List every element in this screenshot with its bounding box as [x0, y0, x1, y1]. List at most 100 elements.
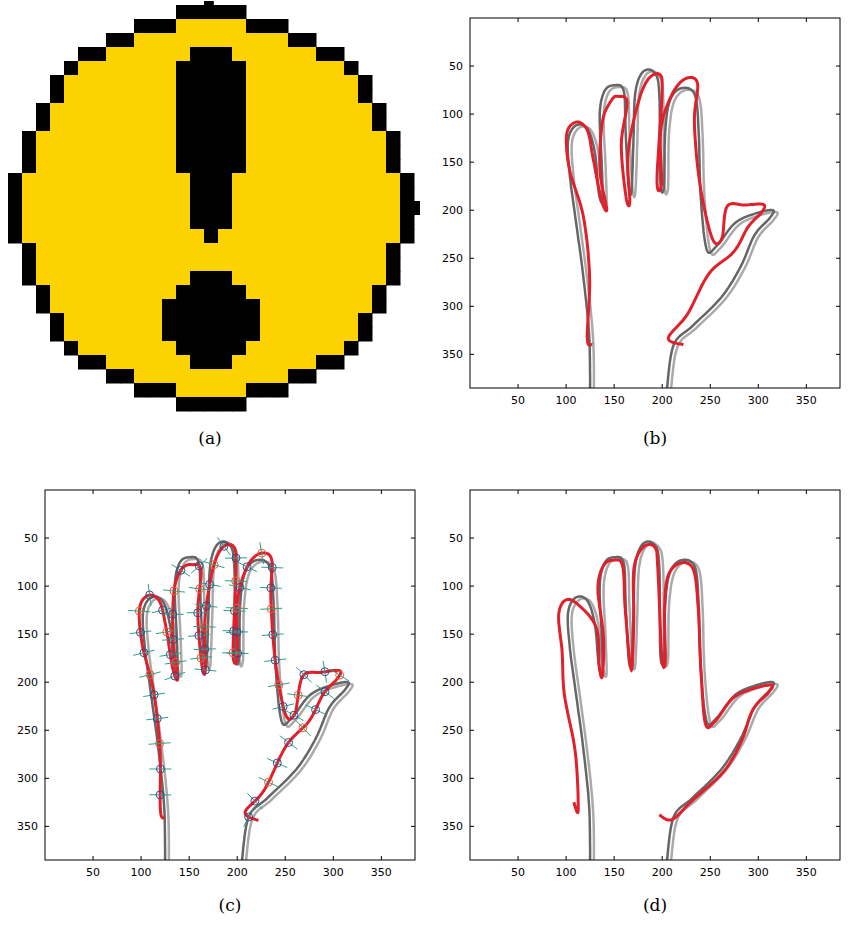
tick-mark	[758, 18, 759, 22]
tick-label: 200	[442, 676, 463, 689]
tick-mark	[470, 730, 474, 731]
sample-point	[268, 564, 276, 572]
sample-point	[163, 628, 171, 636]
sample-point	[156, 791, 164, 799]
sample-point	[194, 609, 202, 617]
normal-segment	[237, 562, 257, 572]
normal-segment	[162, 614, 184, 615]
tick-mark	[806, 18, 807, 22]
tick-mark	[836, 114, 840, 115]
tick-label: 50	[24, 532, 38, 545]
tick-mark	[614, 18, 615, 22]
sample-point	[196, 585, 204, 593]
sample-point	[265, 778, 273, 786]
tick-label: 150	[604, 394, 625, 407]
tick-label: 350	[17, 820, 38, 833]
normal-segment	[260, 587, 282, 589]
panel-caption: (c)	[219, 895, 242, 915]
tick-mark	[662, 384, 663, 388]
sample-point	[201, 666, 209, 674]
normal-segment	[218, 537, 231, 555]
tick-mark	[141, 856, 142, 860]
sample-point	[159, 606, 167, 614]
tick-mark	[836, 730, 840, 731]
tick-mark	[566, 856, 567, 860]
tick-mark	[758, 384, 759, 388]
panel-caption: (b)	[643, 428, 667, 448]
tick-mark	[806, 856, 807, 860]
tick-label: 250	[442, 724, 463, 737]
tick-mark	[45, 634, 49, 635]
tick-label: 250	[275, 866, 296, 879]
normal-segment	[203, 562, 224, 568]
normal-segment	[226, 607, 248, 609]
tick-mark	[45, 730, 49, 731]
normal-segment	[152, 608, 173, 613]
normal-segment	[149, 743, 171, 745]
tick-label: 150	[442, 156, 463, 169]
tick-label: 350	[796, 866, 817, 879]
sample-point	[258, 549, 266, 557]
normal-segment	[133, 650, 154, 655]
normal-segment	[146, 717, 168, 719]
tick-label: 100	[442, 108, 463, 121]
tick-mark	[836, 778, 840, 779]
panel-caption: (d)	[643, 895, 667, 915]
tick-label: 350	[442, 820, 463, 833]
fitted-contour	[566, 74, 764, 346]
tick-mark	[411, 634, 415, 635]
sample-point	[195, 631, 203, 639]
normal-segment	[130, 631, 152, 634]
normal-segment	[284, 710, 303, 721]
sample-point	[166, 651, 174, 659]
tick-mark	[411, 682, 415, 683]
tick-mark	[285, 856, 286, 860]
tick-label: 50	[449, 60, 463, 73]
normal-segment	[272, 704, 293, 709]
tick-label: 300	[748, 394, 769, 407]
sample-point	[290, 711, 298, 719]
normal-segment	[159, 653, 181, 656]
tick-mark	[470, 162, 474, 163]
tick-label: 300	[748, 866, 769, 879]
sample-point	[169, 635, 177, 643]
normal-segment	[296, 667, 312, 683]
normal-segment	[247, 793, 262, 809]
tick-mark	[470, 682, 474, 683]
tick-mark	[518, 384, 519, 388]
tick-mark	[470, 114, 474, 115]
normal-segment	[330, 669, 349, 680]
tick-label: 250	[700, 866, 721, 879]
tick-label: 50	[511, 866, 525, 879]
normal-segment	[199, 583, 221, 587]
normal-segment	[187, 612, 209, 613]
tick-label: 100	[442, 580, 463, 593]
normal-segment	[287, 694, 309, 697]
normal-segment	[323, 661, 326, 683]
sample-point	[233, 604, 241, 612]
sample-point	[201, 645, 209, 653]
tick-mark	[237, 490, 238, 494]
tick-mark	[93, 490, 94, 494]
tick-mark	[836, 538, 840, 539]
tick-mark	[758, 490, 759, 494]
sample-point	[321, 668, 329, 676]
tick-mark	[836, 634, 840, 635]
fitted-contour	[139, 544, 341, 820]
normal-segment	[316, 685, 333, 698]
sample-point	[312, 706, 320, 714]
tick-mark	[806, 490, 807, 494]
sample-point	[285, 738, 293, 746]
tick-mark	[710, 490, 711, 494]
tick-mark	[836, 66, 840, 67]
tick-label: 300	[442, 300, 463, 313]
normal-segment	[306, 705, 326, 714]
tick-mark	[518, 18, 519, 22]
tick-mark	[237, 856, 238, 860]
sample-point	[220, 542, 228, 550]
normal-segment	[143, 693, 165, 696]
tick-mark	[45, 538, 49, 539]
tick-mark	[411, 778, 415, 779]
normal-segment	[260, 542, 264, 564]
